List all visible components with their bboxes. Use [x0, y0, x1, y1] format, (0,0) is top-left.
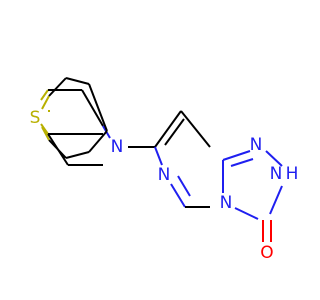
atom-n-thiomorpholine: N [111, 137, 124, 157]
bond-a [48, 77, 67, 97]
bond-s-lower [41, 126, 50, 141]
bond-s-c-top [40, 89, 49, 101]
atom-o: O [260, 243, 273, 263]
bond-c8a-n1-double [230, 158, 254, 167]
bond-d [48, 139, 67, 159]
bond-n6-c5 [170, 183, 186, 208]
bond-c7-c8 [154, 110, 182, 148]
bond-c7-n6 [154, 146, 163, 166]
atom-labels: S N N N N N H O [30, 108, 299, 263]
atom-n-bridge: N [220, 193, 233, 213]
atom-s: S [30, 108, 41, 128]
bond-skeleton [41, 77, 283, 242]
bond-s-c-bottom [40, 123, 49, 135]
bond-c-c-right [81, 89, 104, 127]
bond-n6-c5-double [177, 175, 191, 197]
bond-s-upper [41, 95, 50, 110]
atom-n-pyrimidine: N [158, 165, 171, 185]
atom-h: H [286, 164, 299, 184]
bond-c3-n4 [234, 207, 259, 220]
thiomorpholine-ring [40, 89, 111, 166]
molecule-structure: S N N N N N H O [30, 77, 299, 263]
bond-c8a-n1 [222, 150, 251, 161]
bond-c [88, 83, 108, 132]
bond-c8-c8a [180, 110, 211, 148]
bond-n1-n2 [265, 150, 283, 167]
atom-n-h: N [270, 164, 283, 184]
bond-b [65, 77, 90, 85]
bond-e [65, 151, 90, 159]
bond-n2-c3 [269, 185, 283, 215]
atom-n-triazole: N [250, 135, 263, 155]
bond-f [88, 130, 108, 153]
bond-c7-c8-double [164, 118, 185, 146]
